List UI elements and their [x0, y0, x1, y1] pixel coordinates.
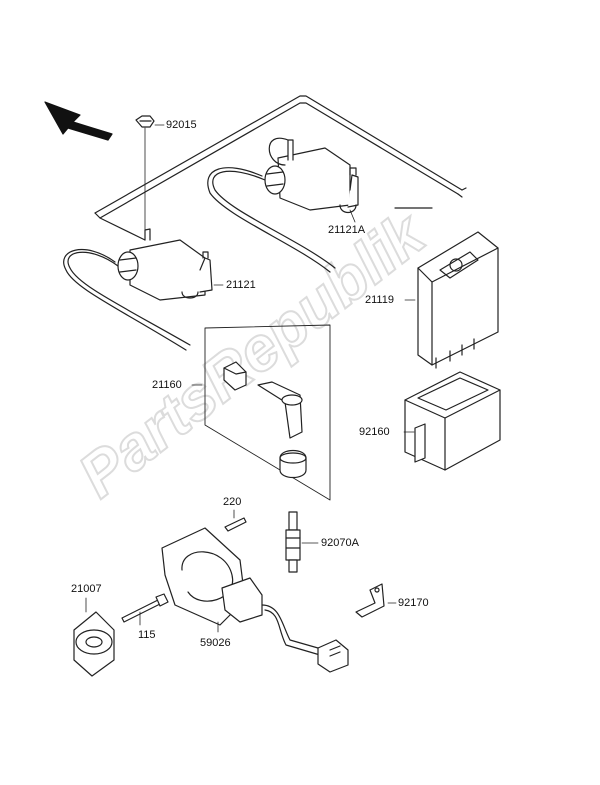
cdi-unit-21119-icon — [404, 231, 499, 369]
spark-plug-92070A-icon — [285, 511, 319, 573]
plug-cap-kit-21160-icon — [191, 324, 331, 501]
front-direction-arrow-icon — [44, 101, 113, 141]
clamp-92170-icon — [355, 583, 397, 618]
watermark: PartsRepublik — [66, 198, 440, 511]
part-label-21121A: 21121A — [328, 224, 366, 236]
ignition-coil-21121A-icon — [207, 137, 433, 273]
part-label-21121: 21121 — [226, 279, 256, 291]
part-label-92170: 92170 — [398, 597, 429, 609]
part-label-115: 115 — [138, 629, 156, 641]
part-label-92015: 92015 — [166, 119, 197, 131]
ignition-cable-frame — [94, 95, 467, 241]
part-label-220: 220 — [223, 496, 242, 508]
part-label-92070A: 92070A — [321, 537, 359, 549]
bolt-115-icon — [121, 593, 169, 626]
part-label-21007: 21007 — [71, 583, 102, 595]
part-label-21160: 21160 — [152, 379, 182, 391]
part-label-59026: 59026 — [200, 637, 231, 649]
nut-92015-icon — [135, 115, 165, 231]
rotor-21007-icon — [73, 597, 115, 677]
part-label-92160: 92160 — [359, 426, 390, 438]
bolt-220-icon — [224, 509, 247, 532]
part-label-21119: 21119 — [365, 294, 394, 306]
cdi-bracket-92160-icon — [403, 371, 501, 471]
pickup-coil-59026-icon — [161, 527, 349, 673]
ignition-coil-21121-icon — [63, 228, 224, 351]
